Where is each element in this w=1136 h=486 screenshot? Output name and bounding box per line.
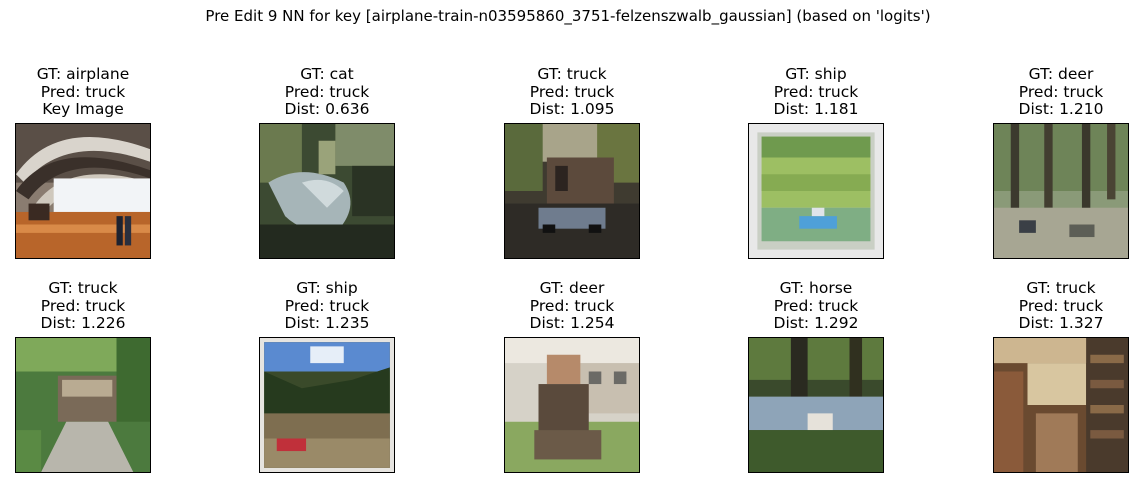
gt-label: GT: horse <box>779 279 853 297</box>
gt-label: GT: deer <box>1028 65 1094 83</box>
distance-label: Dist: 1.181 <box>773 100 859 118</box>
panel-caption: GT: deer Pred: truck Dist: 1.210 <box>953 65 1136 119</box>
panel-caption: GT: ship Pred: truck Dist: 1.181 <box>708 65 924 119</box>
distance-label: Dist: 1.235 <box>284 314 370 332</box>
gt-label: GT: truck <box>1026 279 1096 297</box>
neighbor-thumbnail <box>993 337 1129 473</box>
neighbor-thumbnail <box>993 123 1129 259</box>
neighbor-thumbnail <box>748 123 884 259</box>
pred-label: Pred: truck <box>284 296 370 315</box>
gt-label: GT: airplane <box>36 65 130 83</box>
gt-label: GT: truck <box>48 279 118 297</box>
figure-title: Pre Edit 9 NN for key [airplane-train-n0… <box>205 7 931 25</box>
pred-label: Pred: truck <box>40 82 126 101</box>
panel-caption: GT: truck Pred: truck Dist: 1.095 <box>464 65 680 119</box>
pred-label: Pred: truck <box>284 82 370 101</box>
pred-label: Pred: truck <box>529 82 615 101</box>
distance-label: Dist: 1.210 <box>1018 100 1104 118</box>
panel-caption: GT: horse Pred: truck Dist: 1.292 <box>708 279 924 333</box>
distance-label: Dist: 1.254 <box>529 314 615 332</box>
panel-caption: GT: truck Pred: truck Dist: 1.327 <box>953 279 1136 333</box>
gt-label: GT: truck <box>537 65 607 83</box>
distance-label: Dist: 1.292 <box>773 314 859 332</box>
distance-label: Dist: 1.226 <box>40 314 126 332</box>
distance-label: Dist: 1.095 <box>529 100 615 118</box>
pred-label: Pred: truck <box>40 296 126 315</box>
gt-label: GT: ship <box>296 279 358 297</box>
key-image-label: Key Image <box>42 100 124 118</box>
panel-caption: GT: deer Pred: truck Dist: 1.254 <box>464 279 680 333</box>
pred-label: Pred: truck <box>773 82 859 101</box>
pred-label: Pred: truck <box>1018 296 1104 315</box>
distance-label: Dist: 0.636 <box>284 100 370 118</box>
pred-label: Pred: truck <box>1018 82 1104 101</box>
neighbor-thumbnail <box>504 123 640 259</box>
panel-caption: GT: airplane Pred: truck Key Image <box>0 65 191 119</box>
panel-caption: GT: ship Pred: truck Dist: 1.235 <box>219 279 435 333</box>
neighbor-thumbnail <box>504 337 640 473</box>
panel-caption: GT: truck Pred: truck Dist: 1.226 <box>0 279 191 333</box>
pred-label: Pred: truck <box>529 296 615 315</box>
gt-label: GT: ship <box>785 65 847 83</box>
gt-label: GT: cat <box>300 65 354 83</box>
neighbor-thumbnail <box>259 123 395 259</box>
key-image-thumbnail <box>15 123 151 259</box>
panel-caption: GT: cat Pred: truck Dist: 0.636 <box>219 65 435 119</box>
neighbor-thumbnail <box>15 337 151 473</box>
neighbor-thumbnail <box>748 337 884 473</box>
gt-label: GT: deer <box>539 279 605 297</box>
neighbor-thumbnail <box>259 337 395 473</box>
distance-label: Dist: 1.327 <box>1018 314 1104 332</box>
pred-label: Pred: truck <box>773 296 859 315</box>
